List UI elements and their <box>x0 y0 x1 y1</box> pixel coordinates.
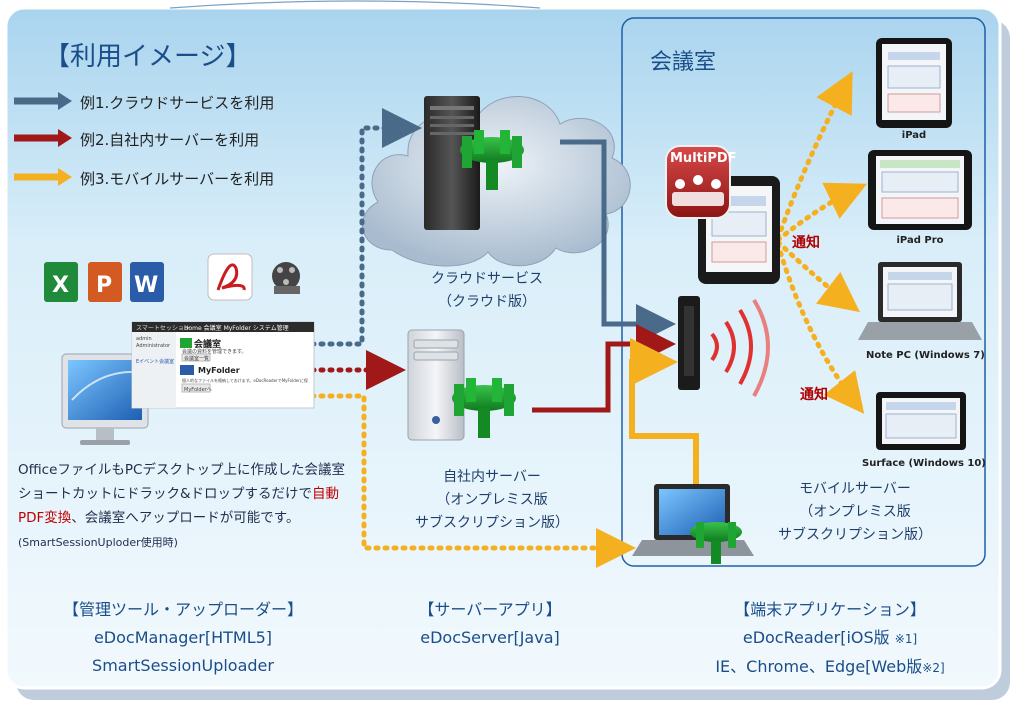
screen-tab-admin: システム管理 <box>252 325 289 332</box>
meeting-room-label: 会議室 <box>650 50 717 75</box>
screen-desc2: 個人的なファイルを格納しておけます。eDocReaderでMyFolderに保存… <box>182 378 308 383</box>
device-label-note-pc: Note PC (Windows 7) <box>866 350 985 361</box>
wifi-router-icon <box>678 296 770 397</box>
admin-tools-line2: SmartSessionUploader <box>92 656 274 675</box>
svg-text:X: X <box>52 273 69 298</box>
server-app-heading: 【サーバーアプリ】 <box>418 600 562 619</box>
server-app-block: 【サーバーアプリ】 eDocServer[Java] <box>390 596 590 652</box>
mobile-caption-line2: （オンプレミス版 <box>799 504 911 520</box>
client-app-line1-text: eDocReader[iOS版 <box>742 628 890 647</box>
multipdf-label: MultiPDF <box>670 151 737 166</box>
mobile-flow-line <box>309 338 699 568</box>
screen-folder: MyFolder <box>198 366 240 375</box>
screen-button: 会議室一覧 <box>184 356 210 362</box>
legend-onprem-label: 例2.自社内サーバーを利用 <box>80 131 260 149</box>
upload-description: OfficeファイルもPCデスクトップ上に作成した会議室ショートカットにドラック… <box>18 458 348 555</box>
screen-tabs: Home 会議室 MyFolder システム管理 <box>184 323 289 332</box>
screen-side-link: Eイベント会議室 <box>136 359 175 365</box>
pdf-icon <box>207 253 253 301</box>
admin-tools-block: 【管理ツール・アップローダー】 eDocManager[HTML5] Smart… <box>18 596 348 680</box>
onprem-caption-line3: サブスクリプション版） <box>415 515 569 531</box>
client-app-note2: ※2] <box>922 661 945 675</box>
notify-flow-lines <box>775 71 868 414</box>
notify-label-1: 通知 <box>792 235 820 251</box>
onprem-caption-line1: 自社内サーバー <box>443 469 541 485</box>
svg-text:P: P <box>96 273 112 298</box>
page-title: 【利用イメージ】 <box>44 42 252 72</box>
ipad-device-icon <box>876 38 952 128</box>
screen-brand: スマートセッション <box>136 325 190 332</box>
mobile-caption-line1: モバイルサーバー <box>799 481 911 497</box>
multipdf-app-icon <box>665 145 731 219</box>
cloud-caption-line1: クラウドサービス <box>431 271 543 287</box>
desc-part3: 、会議室へアップロードが可能です。 <box>71 510 300 526</box>
screen-desc1: 会議の資料を管理できます。 <box>182 349 247 355</box>
legend-arrows <box>14 92 72 186</box>
admin-tools-line1: eDocManager[HTML5] <box>93 628 273 647</box>
legend-cloud-label: 例1.クラウドサービスを利用 <box>80 94 275 112</box>
server-app-line1: eDocServer[Java] <box>420 628 560 647</box>
admin-tools-heading: 【管理ツール・アップローダー】 <box>62 600 303 619</box>
surface-device-icon <box>876 392 966 450</box>
onprem-server-icon <box>407 329 465 441</box>
desc-highlight: 自動PDF変換 <box>18 486 340 526</box>
powerpoint-icon: P <box>88 262 122 302</box>
notify-label-2: 通知 <box>800 387 828 403</box>
note-pc-device-icon <box>858 262 982 340</box>
device-label-ipad-pro: iPad Pro <box>896 235 944 246</box>
screen-tab-room: 会議室 <box>203 325 222 332</box>
device-label-ipad: iPad <box>901 130 927 141</box>
client-app-heading: 【端末アプリケーション】 <box>734 600 926 619</box>
cloud-caption: クラウドサービス （クラウド版） <box>412 268 562 314</box>
meeting-room-frame <box>621 17 986 567</box>
mobile-caption-line3: サブスクリプション版） <box>778 527 932 543</box>
device-label-surface: Surface (Windows 10) <box>862 458 986 469</box>
excel-icon: X <box>44 262 78 302</box>
legend-mobile-label: 例3.モバイルサーバーを利用 <box>80 170 275 188</box>
mobile-table-icon <box>690 522 742 564</box>
screen-heading: 会議室 <box>194 340 222 350</box>
desktop-monitor-icon <box>61 353 149 445</box>
screen-button2: MyFolderへ <box>184 387 212 393</box>
client-app-line2: IE、Chrome、Edge[Web版※2] <box>660 653 1000 682</box>
onprem-table-icon <box>452 378 516 438</box>
screen-tab-myfolder: MyFolder <box>223 325 251 332</box>
desc-part2: PCデスクトップ上に作成した会議室ショートカットにドラック&ドロップするだけで <box>18 462 345 502</box>
screen-tab-home: Home <box>184 325 202 332</box>
desc-note: (SmartSessionUploder使用時) <box>18 536 178 549</box>
cloud-caption-line2: （クラウド版） <box>438 294 536 310</box>
client-app-block: 【端末アプリケーション】 eDocReader[iOS版 ※1] IE、Chro… <box>660 596 1000 682</box>
screen-user-1: admin <box>136 336 152 342</box>
screen-user-2: Administrator <box>136 343 171 349</box>
client-app-line2-text: IE、Chrome、Edge[Web版 <box>715 657 923 676</box>
ipad-pro-device-icon <box>868 150 972 230</box>
mp4-icon <box>272 262 300 294</box>
mobile-server-caption: モバイルサーバー （オンプレミス版 サブスクリプション版） <box>770 478 940 547</box>
cloud-flow-line <box>309 108 676 347</box>
onprem-caption: 自社内サーバー （オンプレミス版 サブスクリプション版） <box>412 466 572 535</box>
desc-part1: Officeファイルも <box>18 462 125 478</box>
svg-text:W: W <box>134 273 158 298</box>
word-icon: W <box>130 262 164 302</box>
cloud-table-icon <box>460 130 524 190</box>
onprem-caption-line2: （オンプレミス版 <box>436 492 548 508</box>
client-app-line1: eDocReader[iOS版 ※1] <box>660 624 1000 653</box>
client-app-note1: ※1] <box>894 632 918 646</box>
cloud-server-icon <box>424 96 480 230</box>
